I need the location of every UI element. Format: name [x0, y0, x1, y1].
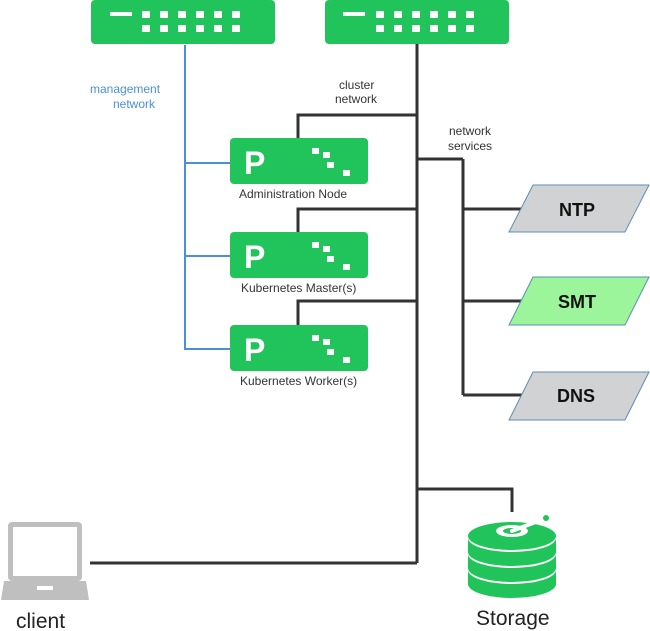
- smt-service: SMT: [508, 276, 650, 326]
- server-icon: [230, 325, 368, 371]
- kubernetes-master-node: P Kubernetes Master(s): [230, 232, 368, 295]
- dns-label: DNS: [557, 386, 595, 406]
- server-icon: [230, 138, 368, 184]
- administration-node: P Administration Node: [230, 138, 368, 201]
- network-switch-icon: [325, 0, 509, 44]
- management-switch: [91, 0, 275, 44]
- svg-text:P: P: [244, 332, 265, 368]
- storage-label: Storage: [476, 607, 550, 630]
- storage: Storage: [468, 515, 556, 630]
- kubernetes-worker-label: Kubernetes Worker(s): [240, 374, 357, 388]
- kubernetes-worker-node: P Kubernetes Worker(s): [230, 325, 368, 388]
- server-icon: [230, 232, 368, 278]
- cluster-switch: [325, 0, 509, 44]
- ntp-service: NTP: [508, 184, 650, 233]
- cluster-network-lines: [90, 44, 528, 565]
- management-network-lines: [184, 45, 232, 350]
- network-services-label: network services: [448, 124, 494, 153]
- svg-text:P: P: [244, 239, 265, 275]
- kubernetes-master-label: Kubernetes Master(s): [241, 281, 356, 295]
- client-laptop: client: [1, 522, 89, 631]
- cluster-network-label: cluster network: [335, 78, 378, 106]
- svg-text:P: P: [244, 145, 265, 181]
- management-network-label: management network: [90, 82, 163, 111]
- administration-node-label: Administration Node: [239, 187, 347, 201]
- dns-service: DNS: [508, 371, 650, 421]
- storage-disk-icon: [468, 515, 556, 598]
- client-label: client: [16, 610, 65, 631]
- laptop-icon: [1, 522, 89, 600]
- smt-label: SMT: [558, 292, 596, 312]
- network-switch-icon: [91, 0, 275, 44]
- ntp-label: NTP: [559, 200, 595, 220]
